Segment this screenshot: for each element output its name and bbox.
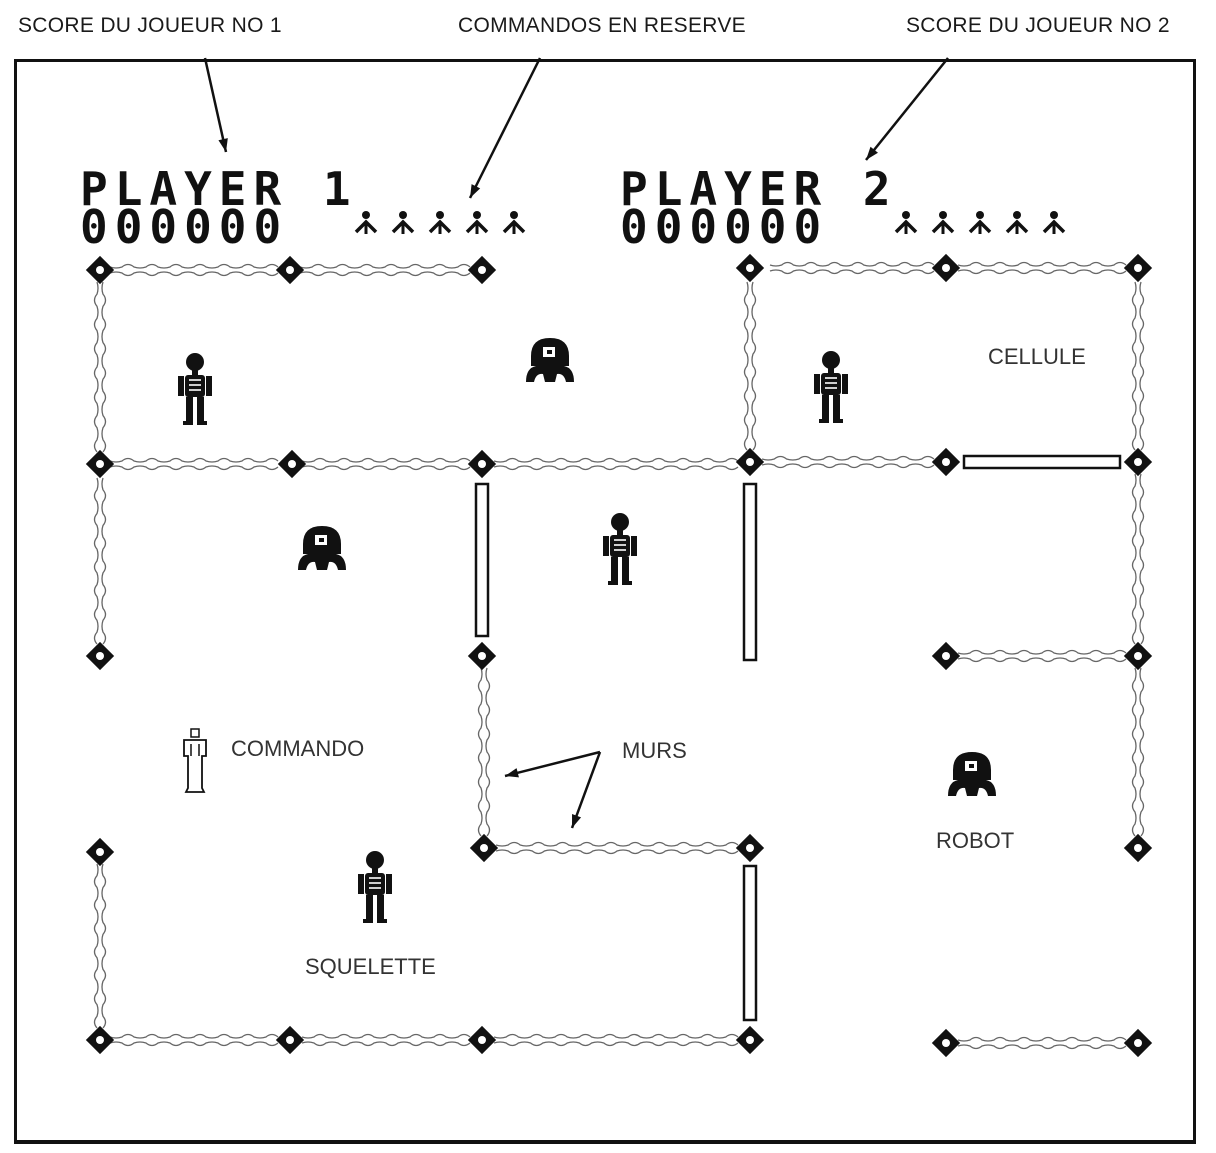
wall-post bbox=[85, 255, 115, 285]
wall-post bbox=[85, 1025, 115, 1055]
wall-post bbox=[931, 641, 961, 671]
callout-score-player-2: SCORE DU JOUEUR NO 2 bbox=[906, 14, 1170, 37]
callout-score-player-1: SCORE DU JOUEUR NO 1 bbox=[18, 14, 282, 37]
wall-post bbox=[1123, 641, 1153, 671]
solid-wall bbox=[962, 454, 1122, 470]
wavy-wall bbox=[957, 649, 1127, 663]
player-1-reserve-life bbox=[391, 209, 415, 236]
arrowhead bbox=[218, 138, 228, 152]
arrowhead bbox=[505, 768, 519, 778]
arrowhead bbox=[572, 814, 582, 828]
robot-sprite bbox=[948, 752, 996, 796]
skeleton-sprite bbox=[177, 352, 213, 426]
robot-sprite bbox=[526, 338, 574, 382]
wavy-wall bbox=[761, 455, 935, 469]
wavy-wall bbox=[301, 1033, 471, 1047]
maze-posts bbox=[85, 253, 1153, 1058]
murs-pointer-arrow bbox=[570, 751, 602, 829]
wall-post bbox=[1123, 447, 1153, 477]
player-1-reserve-life bbox=[428, 209, 452, 236]
wall-post bbox=[735, 1025, 765, 1055]
wavy-wall bbox=[109, 1033, 279, 1047]
wall-post bbox=[1123, 833, 1153, 863]
callout-reserve-commandos: COMMANDOS EN RESERVE bbox=[458, 14, 746, 37]
player-2-reserve-life bbox=[968, 209, 992, 236]
wall-post bbox=[931, 447, 961, 477]
wavy-wall bbox=[957, 1036, 1127, 1050]
arrowhead bbox=[470, 184, 481, 198]
callout-arrow bbox=[865, 57, 949, 161]
wavy-wall bbox=[1131, 473, 1145, 645]
wavy-wall bbox=[769, 261, 935, 275]
player-1-score: 000000 bbox=[80, 200, 289, 254]
label-squelette: SQUELETTE bbox=[305, 954, 436, 979]
wall-post bbox=[275, 255, 305, 285]
player-2-label: PLAYER 2 bbox=[620, 162, 898, 216]
wall-post bbox=[931, 1028, 961, 1058]
wall-post bbox=[467, 641, 497, 671]
robot-sprite bbox=[298, 526, 346, 570]
commando-sprite bbox=[183, 728, 207, 793]
wall-post bbox=[735, 833, 765, 863]
wall-post bbox=[277, 449, 307, 479]
solid-wall bbox=[742, 864, 758, 1022]
callout-arrow bbox=[203, 57, 228, 153]
wall-post bbox=[931, 253, 961, 283]
wavy-wall bbox=[301, 457, 471, 471]
wall-post bbox=[467, 255, 497, 285]
wavy-wall bbox=[493, 457, 739, 471]
player-1-reserve-life bbox=[502, 209, 526, 236]
sprites bbox=[177, 338, 996, 924]
label-commando: COMMANDO bbox=[231, 736, 365, 761]
wavy-wall bbox=[495, 841, 739, 855]
player-2-reserve-life bbox=[894, 209, 918, 236]
wall-post bbox=[467, 449, 497, 479]
skeleton-sprite bbox=[602, 512, 638, 586]
player-1-label: PLAYER 1 bbox=[80, 162, 358, 216]
player-1-reserve-life bbox=[354, 209, 378, 236]
wall-post bbox=[275, 1025, 305, 1055]
skeleton-sprite bbox=[813, 350, 849, 424]
wavy-wall bbox=[957, 261, 1127, 275]
maze-walls bbox=[93, 261, 1145, 1050]
solid-wall bbox=[474, 482, 490, 638]
murs-pointer-arrow bbox=[504, 750, 601, 778]
wall-post bbox=[85, 449, 115, 479]
solid-wall bbox=[742, 482, 758, 662]
wall-post bbox=[735, 253, 765, 283]
player-2-score: 000000 bbox=[620, 200, 829, 254]
reserve-lives bbox=[354, 209, 1066, 236]
wavy-wall bbox=[493, 1033, 739, 1047]
skeleton-sprite bbox=[357, 850, 393, 924]
player-1-reserve-life bbox=[465, 209, 489, 236]
label-cellule: CELLULE bbox=[988, 344, 1086, 369]
callout-arrows bbox=[203, 57, 949, 829]
wall-post bbox=[467, 1025, 497, 1055]
wavy-wall bbox=[1131, 281, 1145, 451]
callout-arrow bbox=[468, 57, 542, 199]
label-robot: ROBOT bbox=[936, 828, 1015, 853]
label-murs: MURS bbox=[622, 738, 687, 763]
wavy-wall bbox=[93, 863, 107, 1029]
wall-post bbox=[735, 447, 765, 477]
player-2-reserve-life bbox=[931, 209, 955, 236]
wavy-wall bbox=[93, 281, 107, 453]
game-screen-frame bbox=[14, 59, 1196, 1144]
player-2-reserve-life bbox=[1042, 209, 1066, 236]
wall-post bbox=[469, 833, 499, 863]
wall-post bbox=[85, 837, 115, 867]
player-2-reserve-life bbox=[1005, 209, 1029, 236]
wavy-wall bbox=[1131, 667, 1145, 837]
arrowhead bbox=[866, 146, 878, 160]
wall-post bbox=[1123, 253, 1153, 283]
wall-post bbox=[85, 641, 115, 671]
wavy-wall bbox=[93, 477, 107, 645]
wavy-wall bbox=[743, 281, 757, 451]
wavy-wall bbox=[109, 263, 279, 277]
wall-post bbox=[1123, 1028, 1153, 1058]
wavy-wall bbox=[109, 457, 279, 471]
wavy-wall bbox=[477, 667, 491, 837]
wavy-wall bbox=[299, 263, 471, 277]
